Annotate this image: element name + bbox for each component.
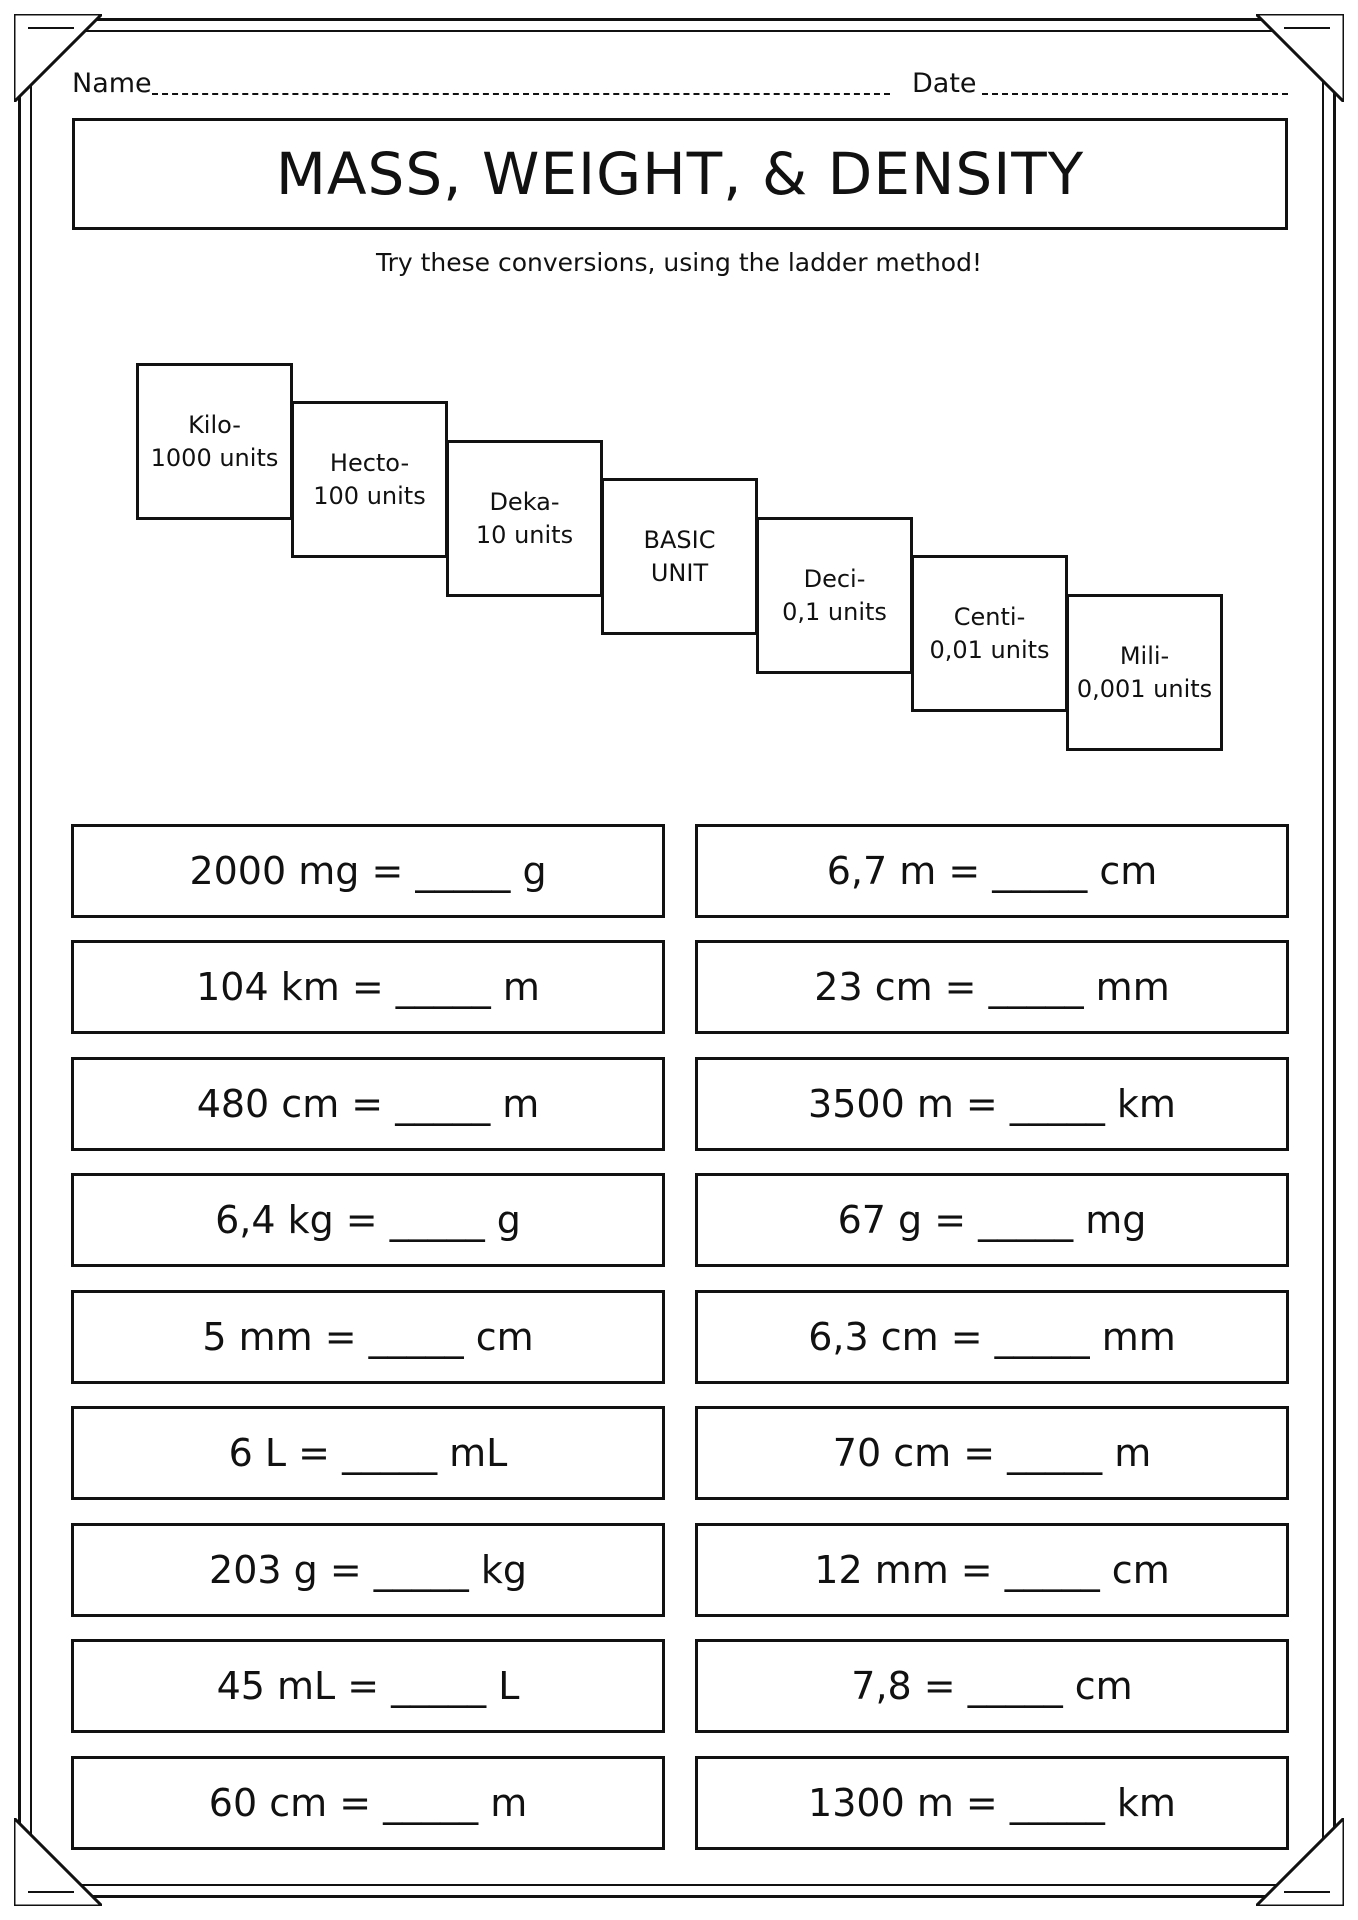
ladder-step-hecto: Hecto- 100 units <box>291 401 448 558</box>
ladder-step-centi: Centi- 0,01 units <box>911 555 1068 712</box>
ladder-step-deka: Deka- 10 units <box>446 440 603 597</box>
page-title: MASS, WEIGHT, & DENSITY <box>275 140 1085 208</box>
date-label: Date <box>912 68 977 99</box>
instructions: Try these conversions, using the ladder … <box>376 248 982 277</box>
corner-ornament-top-right <box>1256 14 1344 102</box>
problem-right-7[interactable]: 12 mm = _____ cm <box>695 1523 1289 1617</box>
ladder-prefix: Kilo- <box>188 411 241 440</box>
problem-left-9[interactable]: 60 cm = _____ m <box>71 1756 665 1850</box>
ladder-step-basic: BASIC UNIT <box>601 478 758 635</box>
problem-left-4[interactable]: 6,4 kg = _____ g <box>71 1173 665 1267</box>
name-label: Name <box>72 68 152 99</box>
page-border-inner <box>30 30 1324 1886</box>
page-border-outer <box>18 18 1336 1898</box>
problem-left-1[interactable]: 2000 mg = _____ g <box>71 824 665 918</box>
problem-right-5[interactable]: 6,3 cm = _____ mm <box>695 1290 1289 1384</box>
date-field[interactable] <box>982 93 1288 95</box>
problem-right-9[interactable]: 1300 m = _____ km <box>695 1756 1289 1850</box>
ladder-step-deci: Deci- 0,1 units <box>756 517 913 674</box>
corner-ornament-bottom-left <box>14 1818 102 1906</box>
problem-left-2[interactable]: 104 km = _____ m <box>71 940 665 1034</box>
ladder-units: 0,1 units <box>782 597 887 626</box>
corner-ornament-bottom-right <box>1256 1818 1344 1906</box>
ladder-prefix: Hecto- <box>329 449 410 478</box>
ladder-units: 1000 units <box>150 443 279 472</box>
title-box: MASS, WEIGHT, & DENSITY <box>72 118 1288 230</box>
ladder-units: UNIT <box>650 558 709 587</box>
ladder-units: 100 units <box>313 481 426 510</box>
problem-left-6[interactable]: 6 L = _____ mL <box>71 1406 665 1500</box>
problem-left-8[interactable]: 45 mL = _____ L <box>71 1639 665 1733</box>
problem-left-3[interactable]: 480 cm = _____ m <box>71 1057 665 1151</box>
problem-right-6[interactable]: 70 cm = _____ m <box>695 1406 1289 1500</box>
ladder-prefix: Deka- <box>489 488 560 517</box>
ladder-prefix: Deci- <box>803 565 866 594</box>
problem-left-7[interactable]: 203 g = _____ kg <box>71 1523 665 1617</box>
ladder-units: 10 units <box>475 520 574 549</box>
ladder-units: 0,01 units <box>929 635 1050 664</box>
ladder-units: 0,001 units <box>1076 674 1213 703</box>
problem-right-3[interactable]: 3500 m = _____ km <box>695 1057 1289 1151</box>
problem-left-5[interactable]: 5 mm = _____ cm <box>71 1290 665 1384</box>
ladder-step-mili: Mili- 0,001 units <box>1066 594 1223 751</box>
problem-right-8[interactable]: 7,8 = _____ cm <box>695 1639 1289 1733</box>
problem-right-4[interactable]: 67 g = _____ mg <box>695 1173 1289 1267</box>
ladder-prefix: Centi- <box>953 603 1026 632</box>
ladder-prefix: Mili- <box>1119 642 1170 671</box>
name-field[interactable] <box>152 93 890 95</box>
problem-right-2[interactable]: 23 cm = _____ mm <box>695 940 1289 1034</box>
ladder-prefix: BASIC <box>643 526 716 555</box>
problem-right-1[interactable]: 6,7 m = _____ cm <box>695 824 1289 918</box>
ladder-step-kilo: Kilo- 1000 units <box>136 363 293 520</box>
corner-ornament-top-left <box>14 14 102 102</box>
